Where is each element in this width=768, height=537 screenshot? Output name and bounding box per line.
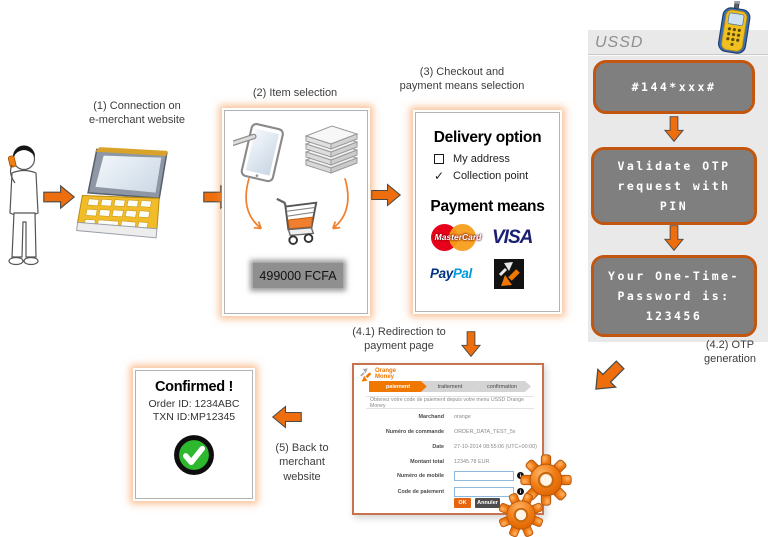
step3-label: (3) Checkout and payment means selection (399, 66, 525, 93)
checkbox-empty-icon[interactable] (434, 154, 444, 164)
step2-label: (2) Item selection (252, 87, 338, 99)
payment-field-row: Numéro de commande ORDER_DATA_TEST_5x (354, 424, 542, 439)
field-label: Code de paiement (397, 488, 444, 495)
checkout-box: Delivery option My address ✓ Collection … (415, 112, 560, 312)
arrow-redirection-icon (458, 331, 484, 358)
txn-id-text: TXN ID:MP12345 (152, 411, 236, 423)
field-value: ORDER_DATA_TEST_5x (454, 428, 516, 435)
tablet-icon (229, 121, 291, 191)
arrow-step1-icon (43, 184, 76, 210)
payment-field-row: Montant total 12345.78 EUR (354, 454, 542, 469)
ussd-screen-validate-otp: Validate OTP request with PIN (591, 147, 757, 225)
shopping-cart-icon (273, 193, 321, 247)
info-icon[interactable]: i (517, 488, 524, 495)
ussd-panel-title: USSD (595, 34, 644, 51)
mastercard-logo-text: MasterCard (434, 232, 482, 242)
cancel-button[interactable]: Annuler (475, 498, 500, 508)
delivery-option-label: My address (453, 153, 510, 165)
orange-money-logo-text: Orange Money (375, 368, 397, 381)
books-stack-icon (301, 123, 361, 185)
payment-instruction-text: Obtenez votre code de paiement depuis vo… (366, 396, 534, 409)
mobile-number-input[interactable] (454, 470, 514, 481)
field-value: 12345.78 EUR (454, 458, 490, 465)
ussd-arrow-down-1-icon (660, 116, 688, 143)
ok-button[interactable]: OK (454, 498, 471, 508)
step1-label: (1) Connection on e-merchant website (89, 100, 185, 127)
mobile-number-row: Numéro de mobile (354, 468, 542, 483)
info-icon[interactable]: i (517, 472, 524, 479)
payment-code-row: Code de paiement (354, 484, 542, 499)
ussd-panel: USSD #144*xxx# Validate OTP request with… (588, 30, 768, 342)
visa-logo[interactable]: VISA (492, 227, 533, 248)
tab-paiement[interactable]: paiement (369, 381, 427, 392)
step41-label: (4.1) Redirection to payment page (352, 326, 446, 353)
delivery-option-label: Collection point (453, 170, 529, 182)
field-label: Montant total (410, 458, 444, 465)
mobile-phone-icon (710, 0, 764, 57)
laptop-illustration (73, 138, 183, 256)
field-label: Numéro de commande (385, 428, 444, 435)
customer-person-illustration (2, 143, 46, 283)
tab-confirmation[interactable]: confirmation (473, 381, 531, 392)
delivery-option-my-address[interactable]: My address (434, 153, 544, 165)
delivery-option-collection-point[interactable]: ✓ Collection point (434, 169, 554, 183)
confirmed-title: Confirmed ! (154, 379, 234, 395)
payment-means-title: Payment means (430, 198, 545, 215)
ussd-screen-dial-code: #144*xxx# (593, 60, 755, 114)
step42-label: (4.2) OTP generation (704, 339, 756, 366)
payment-field-row: Marchand orange (354, 409, 542, 424)
field-label: Date (432, 443, 444, 450)
paypal-logo-text-pal: Pal (452, 266, 472, 281)
ussd-divider (588, 54, 768, 56)
field-label: Marchand (418, 413, 444, 420)
step5-label: (5) Back to merchant website (275, 442, 329, 483)
paypal-logo[interactable]: PayPal (430, 266, 472, 281)
arrow-back-to-merchant-icon (271, 404, 302, 430)
orange-money-logo[interactable] (494, 259, 524, 289)
orange-money-arrows-icon (359, 368, 373, 382)
payment-steps-tabs: paiement traitement confirmation (369, 381, 525, 392)
ussd-arrow-down-2-icon (661, 225, 687, 252)
item-selection-box: 499000 FCFA (224, 110, 368, 314)
mastercard-logo[interactable]: MasterCard (430, 223, 486, 253)
payment-field-row: Date 27-10-2014 08:55:06 (UTC+00:00) (354, 439, 542, 454)
gear-large-icon (518, 452, 574, 508)
curved-arrow-left-icon (243, 173, 269, 239)
payment-page: Orange Money paiement traitement confirm… (352, 363, 544, 515)
cart-total-price: 499000 FCFA (253, 263, 343, 288)
arrow-otp-to-payment-icon (585, 354, 632, 401)
order-id-text: Order ID: 1234ABC (148, 398, 240, 410)
confirmed-box: Confirmed ! Order ID: 1234ABC TXN ID:MP1… (135, 370, 253, 499)
gear-small-icon (496, 490, 546, 537)
arrow-step3-icon (371, 182, 402, 208)
success-check-icon (172, 433, 216, 477)
tab-traitement[interactable]: traitement (421, 381, 479, 392)
mastercard-orange-circle-icon (449, 224, 476, 251)
checkmark-icon[interactable]: ✓ (434, 169, 445, 183)
field-value: 27-10-2014 08:55:06 (UTC+00:00) (454, 443, 537, 450)
ussd-screen-otp-result: Your One-Time- Password is: 123456 (591, 255, 757, 337)
field-value: orange (454, 413, 471, 420)
paypal-logo-text-pay: Pay (430, 266, 453, 281)
delivery-option-title: Delivery option (433, 129, 542, 146)
field-label: Numéro de mobile (396, 472, 444, 479)
curved-arrow-right-icon (325, 173, 351, 239)
payment-code-input[interactable] (454, 486, 514, 497)
